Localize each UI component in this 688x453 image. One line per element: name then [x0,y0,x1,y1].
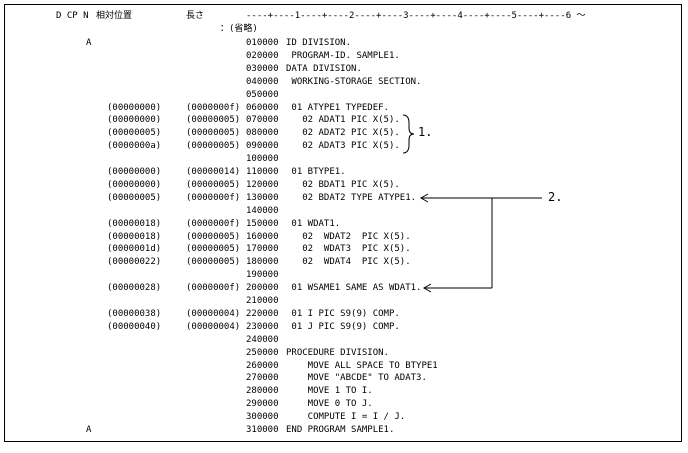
row-source-text: 02 BDAT2 TYPE ATYPE1. [286,192,417,203]
row-source-text: 01 J PIC S9(9) COMP. [286,321,400,332]
row-flag: A [86,38,92,48]
row-relative-position: (00000018) [107,231,162,242]
row-relative-position: (0000000a) [107,141,162,152]
annotation-1: 1. [418,125,433,139]
row-sequence-number: 210000 [246,296,279,306]
row-sequence-number: 220000 [246,308,279,319]
row-sequence-number: 070000 [246,115,279,126]
row-source-text: WORKING-STORAGE SECTION. [286,76,422,87]
row-source-text: MOVE 0 TO J. [286,399,373,410]
row-source-text: COMPUTE I = I / J. [286,412,406,423]
row-sequence-number: 050000 [246,89,279,100]
row-length: (00000005) [186,115,241,126]
row-source-text: 01 WDAT1. [286,218,341,229]
row-flag: A [86,425,92,435]
row-source-text: DATA DIVISION. [286,63,362,74]
row-sequence-number: 100000 [246,154,279,165]
row-relative-position: (00000000) [107,179,162,190]
row-sequence-number: 230000 [246,321,279,332]
row-sequence-number: 300000 [246,412,279,423]
row-source-text: 02 BDAT1 PIC X(5). [286,179,400,190]
row-source-text: MOVE "ABCDE" TO ADAT3. [286,373,427,384]
header-relative-position: 相対位置 [96,11,133,21]
row-length: (00000004) [186,308,241,319]
row-relative-position: (00000000) [107,102,162,113]
row-source-text: 01 WSAME1 SAME AS WDAT1. [286,283,422,294]
row-length: (0000000f) [186,283,241,294]
row-sequence-number: 200000 [246,283,279,294]
row-source-text: MOVE ALL SPACE TO BTYPE1 [286,360,438,371]
row-source-text: 02 ADAT3 PIC X(5). [286,141,400,152]
row-sequence-number: 120000 [246,179,279,190]
row-sequence-number: 020000 [246,50,279,61]
row-sequence-number: 010000 [246,38,279,48]
omission-note: ：(省略) [220,24,258,34]
row-source-text: 02 ADAT1 PIC X(5). [286,115,400,126]
row-sequence-number: 290000 [246,399,279,410]
row-length: (0000000f) [186,192,241,203]
row-sequence-number: 060000 [246,102,279,113]
row-length: (00000005) [186,244,241,255]
row-source-text: 02 WDAT2 PIC X(5). [286,231,411,242]
row-relative-position: (00000018) [107,218,162,229]
row-source-text: 01 BTYPE1. [286,167,346,177]
header-length: 長さ [186,11,205,21]
row-sequence-number: 310000 [246,425,279,435]
row-source-text: PROGRAM-ID. SAMPLE1. [286,50,400,61]
row-relative-position: (00000028) [107,283,162,294]
header-column-ruler: ----+----1----+----2----+----3----+----4… [246,11,586,21]
row-sequence-number: 250000 [246,347,279,358]
row-sequence-number: 030000 [246,63,279,74]
row-sequence-number: 170000 [246,244,279,255]
row-relative-position: (00000005) [107,192,162,203]
row-relative-position: (00000000) [107,167,162,177]
row-relative-position: (00000038) [107,308,162,319]
row-relative-position: (0000001d) [107,244,162,255]
row-source-text: 02 WDAT4 PIC X(5). [286,257,411,268]
row-sequence-number: 080000 [246,128,279,139]
row-source-text: ID DIVISION. [286,38,352,48]
row-relative-position: (00000005) [107,128,162,139]
row-sequence-number: 150000 [246,218,279,229]
row-sequence-number: 090000 [246,141,279,152]
row-source-text: PROCEDURE DIVISION. [286,347,389,358]
row-sequence-number: 260000 [246,360,279,371]
row-source-text: 02 ADAT2 PIC X(5). [286,128,400,139]
row-relative-position: (00000022) [107,257,162,268]
row-sequence-number: 270000 [246,373,279,384]
compile-listing-page [4,4,682,442]
row-sequence-number: 190000 [246,270,279,281]
row-source-text: MOVE 1 TO I. [286,386,373,397]
row-length: (00000005) [186,128,241,139]
row-sequence-number: 140000 [246,205,279,216]
row-sequence-number: 160000 [246,231,279,242]
row-sequence-number: 180000 [246,257,279,268]
row-source-text: 02 WDAT3 PIC X(5). [286,244,411,255]
row-relative-position: (00000040) [107,321,162,332]
row-source-text: 01 ATYPE1 TYPEDEF. [286,102,389,113]
row-sequence-number: 280000 [246,386,279,397]
row-length: (00000005) [186,257,241,268]
row-sequence-number: 130000 [246,192,279,203]
row-length: (00000005) [186,231,241,242]
row-source-text: END PROGRAM SAMPLE1. [286,425,395,435]
row-sequence-number: 040000 [246,76,279,87]
row-relative-position: (00000000) [107,115,162,126]
row-length: (00000014) [186,167,241,177]
header-flags: D CP N [56,11,89,21]
row-length: (00000005) [186,141,241,152]
annotation-2: 2. [548,190,563,204]
row-length: (0000000f) [186,102,241,113]
row-length: (0000000f) [186,218,241,229]
row-source-text: 01 I PIC S9(9) COMP. [286,308,400,319]
row-length: (00000004) [186,321,241,332]
row-sequence-number: 240000 [246,334,279,345]
row-sequence-number: 110000 [246,167,279,177]
row-length: (00000005) [186,179,241,190]
